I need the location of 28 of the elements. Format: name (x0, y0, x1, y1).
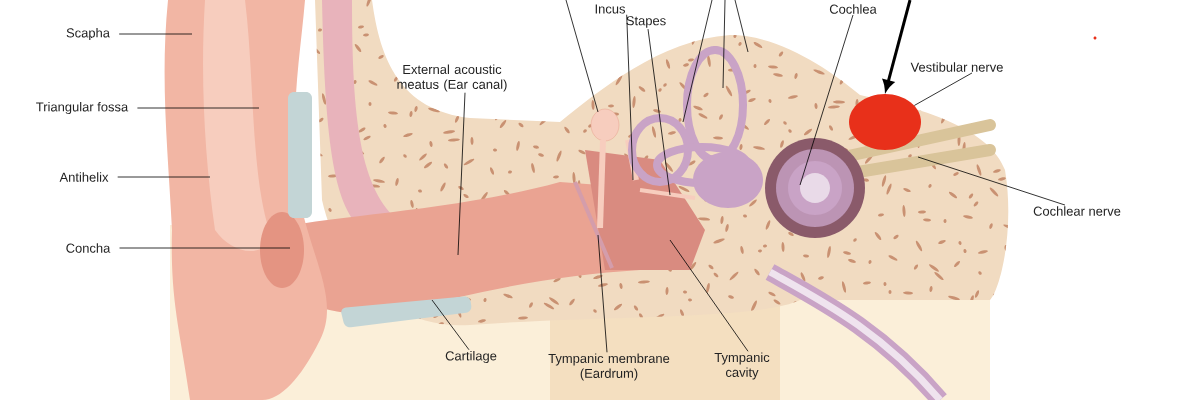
leader-line (913, 72, 973, 106)
leader-line (119, 247, 291, 249)
anatomy-label: Cartilage (445, 350, 497, 364)
leader-line (626, 14, 634, 181)
leader-line (431, 299, 470, 351)
anatomy-label: Cochlea (829, 4, 877, 14)
marker-circle (849, 94, 921, 150)
leader-line (669, 239, 749, 352)
leader-line (799, 14, 854, 186)
anatomy-label: Incus (595, 4, 625, 14)
leader-line (118, 33, 193, 35)
pointer-arrow (882, 0, 912, 91)
anatomy-label: Cochlear nerve (1033, 206, 1121, 216)
leader-line (917, 156, 1066, 206)
leader-line (137, 107, 260, 109)
anatomy-label: Concha (66, 243, 111, 253)
anatomy-label: Stapes (626, 16, 666, 28)
anatomy-label: Antihelix (59, 172, 109, 182)
anatomy-label: Tympanic cavity (714, 352, 770, 380)
leader-line (597, 234, 608, 353)
leader-line (457, 92, 466, 256)
leader-line (647, 28, 671, 196)
anatomy-label: Triangular fossa (36, 101, 129, 115)
anatomy-label: External acoustic meatus (Ear canal) (397, 64, 507, 92)
anatomy-label: Scapha (66, 27, 110, 41)
leader-line (117, 176, 211, 178)
anatomy-label: Tympanic membrane (Eardrum) (548, 353, 670, 381)
anatomy-label: Vestibular nerve (910, 62, 1003, 72)
